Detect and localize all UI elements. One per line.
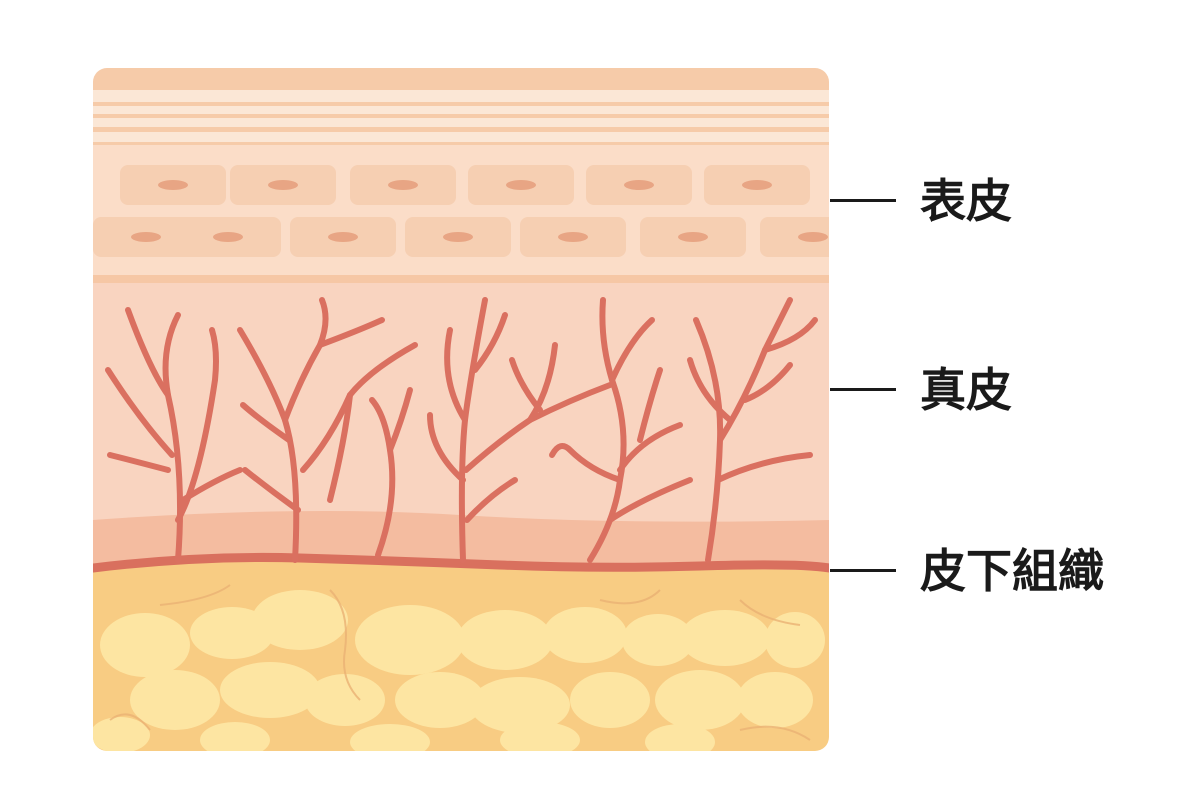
- fat-lobule-icon: [765, 612, 825, 668]
- epidermis-leader-line: [830, 199, 896, 202]
- cell-nucleus: [624, 180, 654, 190]
- cell-nucleus: [388, 180, 418, 190]
- subcutis-label: 皮下組織: [920, 544, 1104, 598]
- cell-nucleus: [443, 232, 473, 242]
- epidermis-layer: [93, 68, 829, 293]
- cell-nucleus: [268, 180, 298, 190]
- subcutis-layer: [93, 552, 829, 751]
- cell-nucleus: [328, 232, 358, 242]
- fat-lobule-icon: [737, 672, 813, 728]
- fat-lobule-icon: [500, 722, 580, 751]
- fat-lobule-icon: [355, 605, 465, 675]
- fat-cells: [93, 590, 825, 751]
- epidermal-cells: [93, 165, 829, 257]
- cell-nucleus: [678, 232, 708, 242]
- fat-lobule-icon: [680, 610, 770, 666]
- fat-lobule-icon: [622, 614, 694, 666]
- fat-lobule-icon: [200, 722, 270, 751]
- fat-lobule-icon: [350, 724, 430, 751]
- dermis-label: 真皮: [920, 363, 1012, 417]
- cell-nucleus: [158, 180, 188, 190]
- cell-nucleus: [558, 232, 588, 242]
- fat-lobule-icon: [100, 613, 190, 677]
- fat-lobule-icon: [130, 670, 220, 730]
- epidermis-label: 表皮: [920, 174, 1012, 228]
- fat-lobule-icon: [220, 662, 320, 718]
- fat-lobule-icon: [457, 610, 553, 670]
- cell-nucleus: [131, 232, 161, 242]
- fat-lobule-icon: [570, 672, 650, 728]
- dermis-leader-line: [830, 388, 896, 391]
- fat-lobule-icon: [470, 677, 570, 733]
- subcutis-leader-line: [830, 569, 896, 572]
- blood-vessels: [105, 297, 818, 563]
- cell-nucleus: [506, 180, 536, 190]
- fat-lobule-icon: [252, 590, 348, 650]
- fat-lobule-icon: [305, 674, 385, 726]
- cell-nucleus: [213, 232, 243, 242]
- fat-lobule-icon: [395, 672, 485, 728]
- fat-lobule-icon: [543, 607, 627, 663]
- branching-capillary-icon: [105, 307, 243, 563]
- fat-lobule-icon: [93, 717, 150, 751]
- fat-lobule-icon: [655, 670, 745, 730]
- fat-lobule-icon: [645, 724, 715, 751]
- cell-nucleus: [742, 180, 772, 190]
- cell-nucleus: [798, 232, 828, 242]
